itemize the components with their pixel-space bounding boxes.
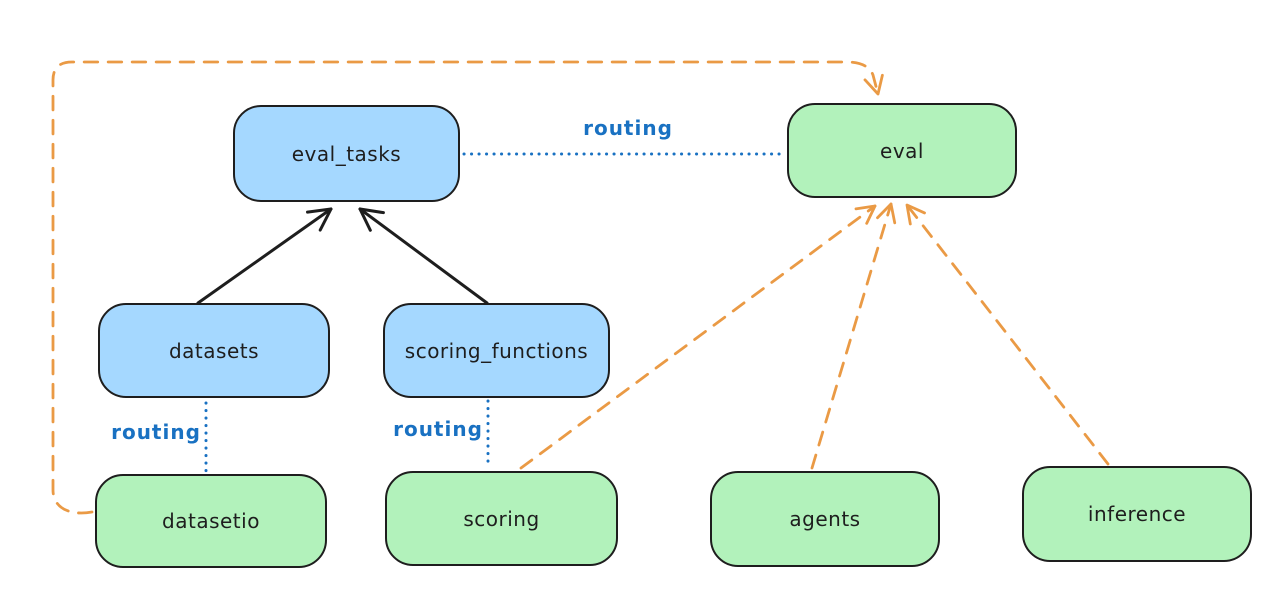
node-eval: eval <box>787 103 1017 198</box>
edge-label-routing-top: routing <box>583 116 673 140</box>
edge-scoring-functions-to-eval-tasks <box>358 207 489 305</box>
edge-datasetio-to-eval <box>51 60 884 515</box>
node-scoring: scoring <box>385 471 618 566</box>
node-eval-tasks: eval_tasks <box>233 105 460 202</box>
edge-agents-to-eval <box>810 202 897 470</box>
edge-datasets-to-eval-tasks <box>196 207 333 305</box>
node-datasetio: datasetio <box>95 474 327 568</box>
node-scoring-functions: scoring_functions <box>383 303 610 398</box>
edge-inference-to-eval <box>905 203 1110 466</box>
edge-label-routing-datasets: routing <box>111 420 201 444</box>
node-agents: agents <box>710 471 940 567</box>
node-datasets: datasets <box>98 303 330 398</box>
node-inference: inference <box>1022 466 1252 562</box>
edge-label-routing-scoring: routing <box>393 417 483 441</box>
